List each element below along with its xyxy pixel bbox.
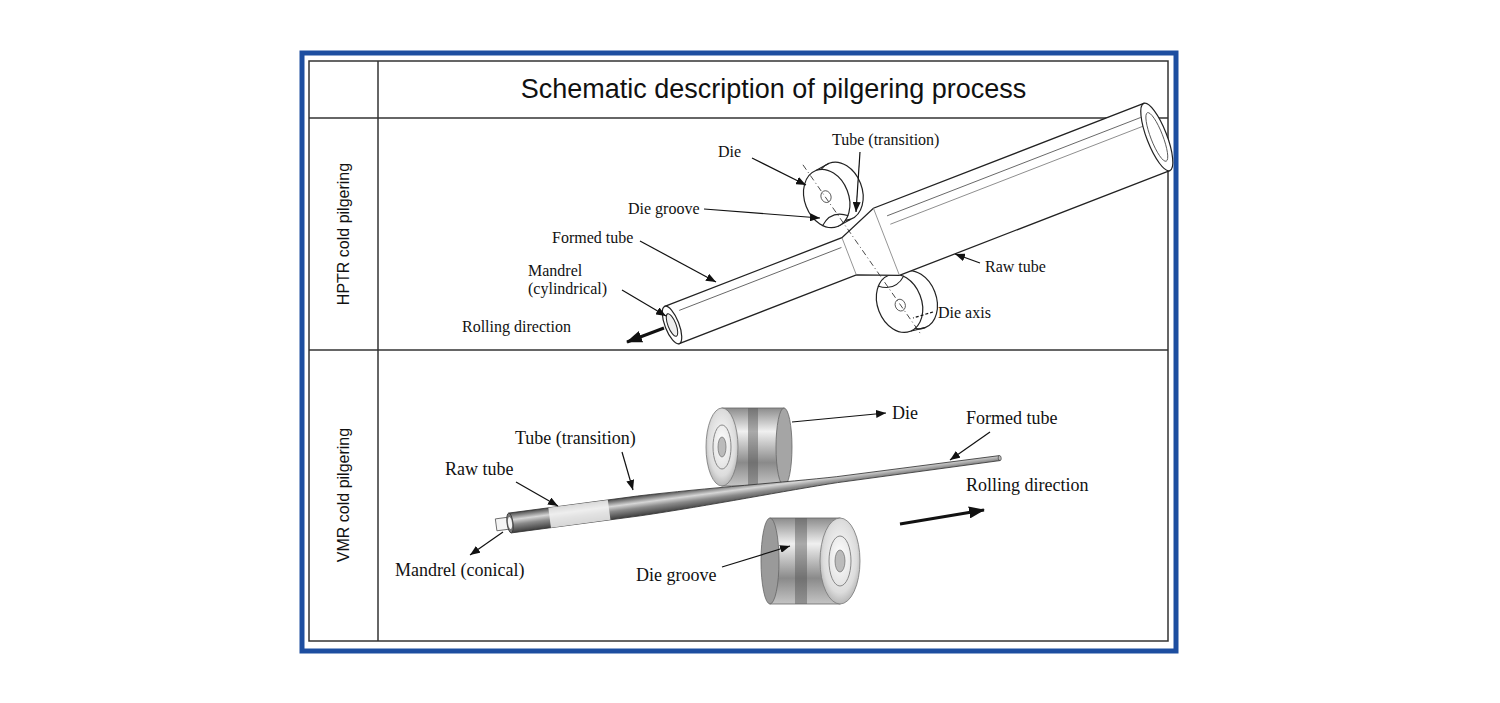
rolling-direction-arrow — [900, 510, 984, 524]
row-label: VMR cold pilgering — [335, 428, 353, 562]
table-rule — [309, 349, 1168, 351]
part-label: Formed tube — [966, 408, 1058, 429]
raw-tube-end — [1134, 100, 1179, 174]
mandrel-end — [664, 312, 680, 337]
leader-arrow — [752, 158, 806, 185]
leader-arrow — [640, 241, 716, 282]
raw-tube-bore — [1142, 111, 1172, 164]
rolling-direction-arrow — [627, 328, 664, 342]
leader-line — [913, 312, 933, 318]
vmr-tube — [495, 448, 1003, 535]
part-label: Die groove — [636, 565, 716, 586]
leader-arrow — [516, 482, 558, 506]
part-label: Rolling direction — [462, 318, 571, 336]
leader-arrow — [722, 546, 790, 567]
leader-arrow — [622, 290, 666, 316]
table-heading: Schematic description of pilgering proce… — [379, 62, 1168, 117]
part-label: Die groove — [628, 200, 700, 218]
part-label: Die — [718, 143, 741, 161]
raw-tube-highlight — [548, 500, 610, 528]
formed-tube-end — [998, 455, 1002, 460]
part-label: Formed tube — [552, 229, 633, 247]
leader-arrow — [622, 452, 633, 490]
conical-mandrel — [495, 517, 512, 531]
raw-tube-end — [506, 513, 515, 534]
transition-edge — [842, 238, 856, 275]
part-label: Die — [892, 403, 918, 424]
row-label: HPTR cold pilgering — [335, 163, 353, 305]
mandrel-end — [507, 517, 513, 529]
transition-edge — [873, 208, 899, 275]
vmr-lower-die — [761, 518, 860, 604]
part-label: Tube (transition) — [515, 428, 636, 449]
vmr-upper-die — [706, 408, 792, 486]
table-rule — [377, 61, 379, 641]
vmr-leaders — [470, 413, 990, 567]
die-axis-line — [803, 147, 922, 353]
leader-arrow — [792, 413, 886, 422]
part-label: Tube (transition) — [832, 131, 939, 149]
leader-arrow — [955, 254, 980, 263]
leader-arrow — [704, 209, 820, 218]
leader-arrow — [470, 532, 503, 555]
part-label: Mandrel (conical) — [395, 560, 524, 581]
part-label: Mandrel (cylindrical) — [528, 262, 628, 299]
leader-arrow — [950, 432, 990, 460]
outer-frame — [302, 53, 1176, 651]
part-label: Die axis — [938, 304, 991, 322]
tube-highlight — [679, 247, 841, 310]
tube-body — [509, 448, 1001, 533]
tube-body — [659, 103, 1170, 358]
part-label: Raw tube — [985, 258, 1046, 276]
part-label: Rolling direction — [966, 475, 1088, 496]
part-label: Raw tube — [445, 459, 513, 480]
table-rule — [309, 117, 1168, 119]
leader-arrow — [856, 152, 860, 212]
formed-tube-end — [658, 304, 686, 346]
hptr-leaders — [622, 152, 980, 342]
